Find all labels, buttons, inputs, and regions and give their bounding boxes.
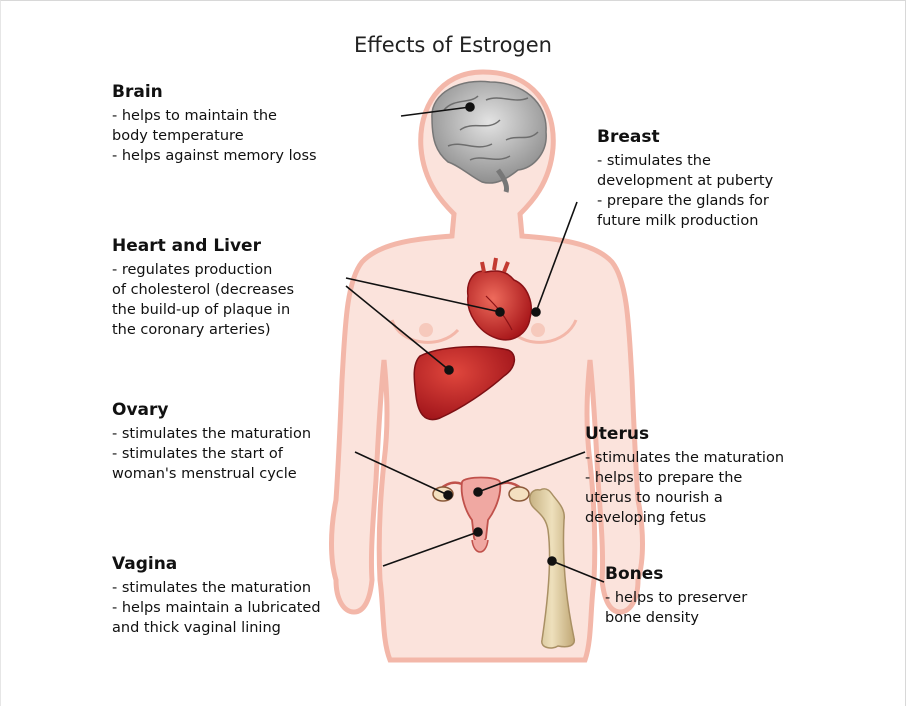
label-line: developing fetus xyxy=(585,508,784,528)
label-line: - helps to prepare the xyxy=(585,468,784,488)
label-line: - regulates production xyxy=(112,260,294,280)
label-line: development at puberty xyxy=(597,171,773,191)
label-heading: Heart and Liver xyxy=(112,236,294,256)
label-line: - stimulates the maturation xyxy=(112,578,321,598)
label-ovary: Ovary - stimulates the maturation - stim… xyxy=(112,400,311,484)
label-line: and thick vaginal lining xyxy=(112,618,321,638)
label-breast: Breast - stimulates the development at p… xyxy=(597,127,773,231)
label-line: woman's menstrual cycle xyxy=(112,464,311,484)
label-heading: Bones xyxy=(605,564,747,584)
label-heading: Ovary xyxy=(112,400,311,420)
label-line: - stimulates the maturation xyxy=(112,424,311,444)
label-line: the coronary arteries) xyxy=(112,320,294,340)
label-line: body temperature xyxy=(112,126,317,146)
label-heart-and-liver: Heart and Liver - regulates production o… xyxy=(112,236,294,340)
label-line: - stimulates the start of xyxy=(112,444,311,464)
label-line: - helps maintain a lubricated xyxy=(112,598,321,618)
label-line: - prepare the glands for xyxy=(597,191,773,211)
label-line: - helps to maintain the xyxy=(112,106,317,126)
nipple-right xyxy=(531,323,545,337)
label-line: uterus to nourish a xyxy=(585,488,784,508)
label-line: - helps to preserver xyxy=(605,588,747,608)
label-line: - helps against memory loss xyxy=(112,146,317,166)
label-vagina: Vagina - stimulates the maturation - hel… xyxy=(112,554,321,638)
label-line: bone density xyxy=(605,608,747,628)
label-line: - stimulates the maturation xyxy=(585,448,784,468)
label-heading: Vagina xyxy=(112,554,321,574)
label-line: future milk production xyxy=(597,211,773,231)
diagram-title: Effects of Estrogen xyxy=(0,33,906,57)
nipple-left xyxy=(419,323,433,337)
label-line: - stimulates the xyxy=(597,151,773,171)
label-heading: Uterus xyxy=(585,424,784,444)
label-heading: Brain xyxy=(112,82,317,102)
ovary-right xyxy=(509,487,529,501)
label-heading: Breast xyxy=(597,127,773,147)
label-brain: Brain - helps to maintain the body tempe… xyxy=(112,82,317,166)
label-bones: Bones - helps to preserver bone density xyxy=(605,564,747,628)
label-line: of cholesterol (decreases xyxy=(112,280,294,300)
label-uterus: Uterus - stimulates the maturation - hel… xyxy=(585,424,784,528)
label-line: the build-up of plaque in xyxy=(112,300,294,320)
